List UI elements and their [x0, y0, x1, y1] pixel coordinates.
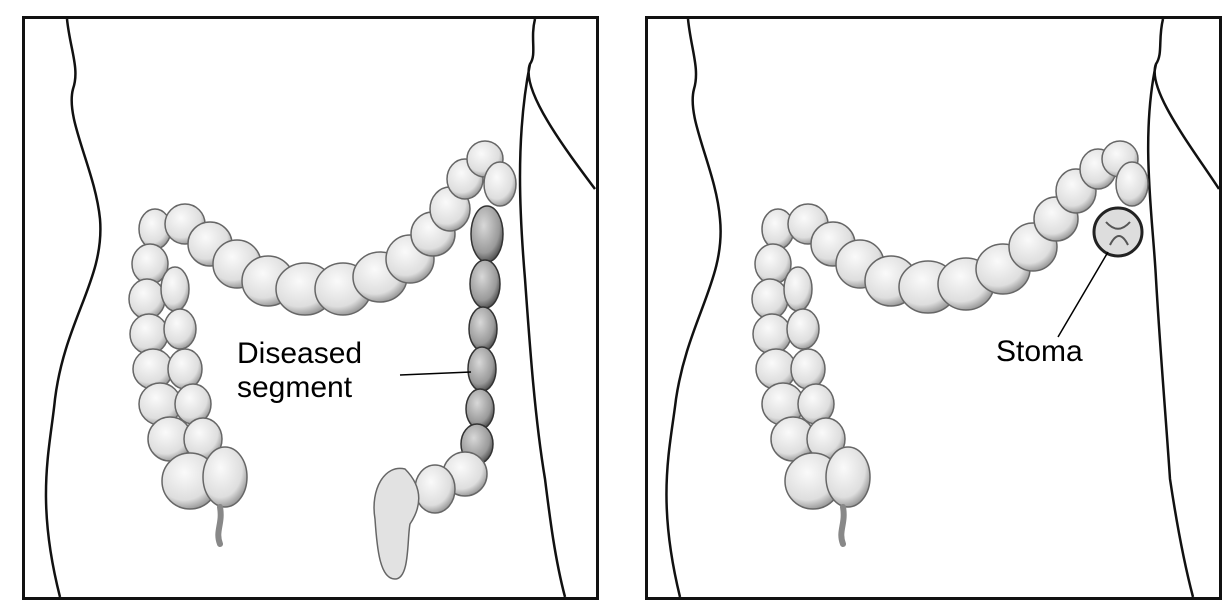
colon-illustration-after	[665, 19, 1219, 597]
rectum	[373, 467, 420, 580]
colon-illustration-before	[44, 19, 596, 597]
panel-diseased-colon: Diseased segment	[22, 16, 599, 600]
stoma-pointer	[1057, 251, 1109, 338]
appendix	[838, 504, 847, 547]
appendix	[215, 504, 224, 547]
torso-left-outline	[665, 19, 722, 597]
label-line-2: segment	[237, 371, 353, 404]
diseased-segment-label: Diseased segment	[237, 337, 362, 405]
diseased-segment-pointer	[399, 371, 472, 376]
torso-right-outline	[518, 19, 596, 597]
torso-left-outline	[44, 19, 102, 597]
stoma-icon	[1092, 206, 1144, 258]
torso-right-outline	[1146, 19, 1219, 597]
label-line-1: Stoma	[996, 335, 1083, 368]
stoma-label: Stoma	[996, 335, 1083, 369]
label-line-1: Diseased	[237, 337, 363, 370]
panel-stoma-colon: Stoma	[645, 16, 1222, 600]
